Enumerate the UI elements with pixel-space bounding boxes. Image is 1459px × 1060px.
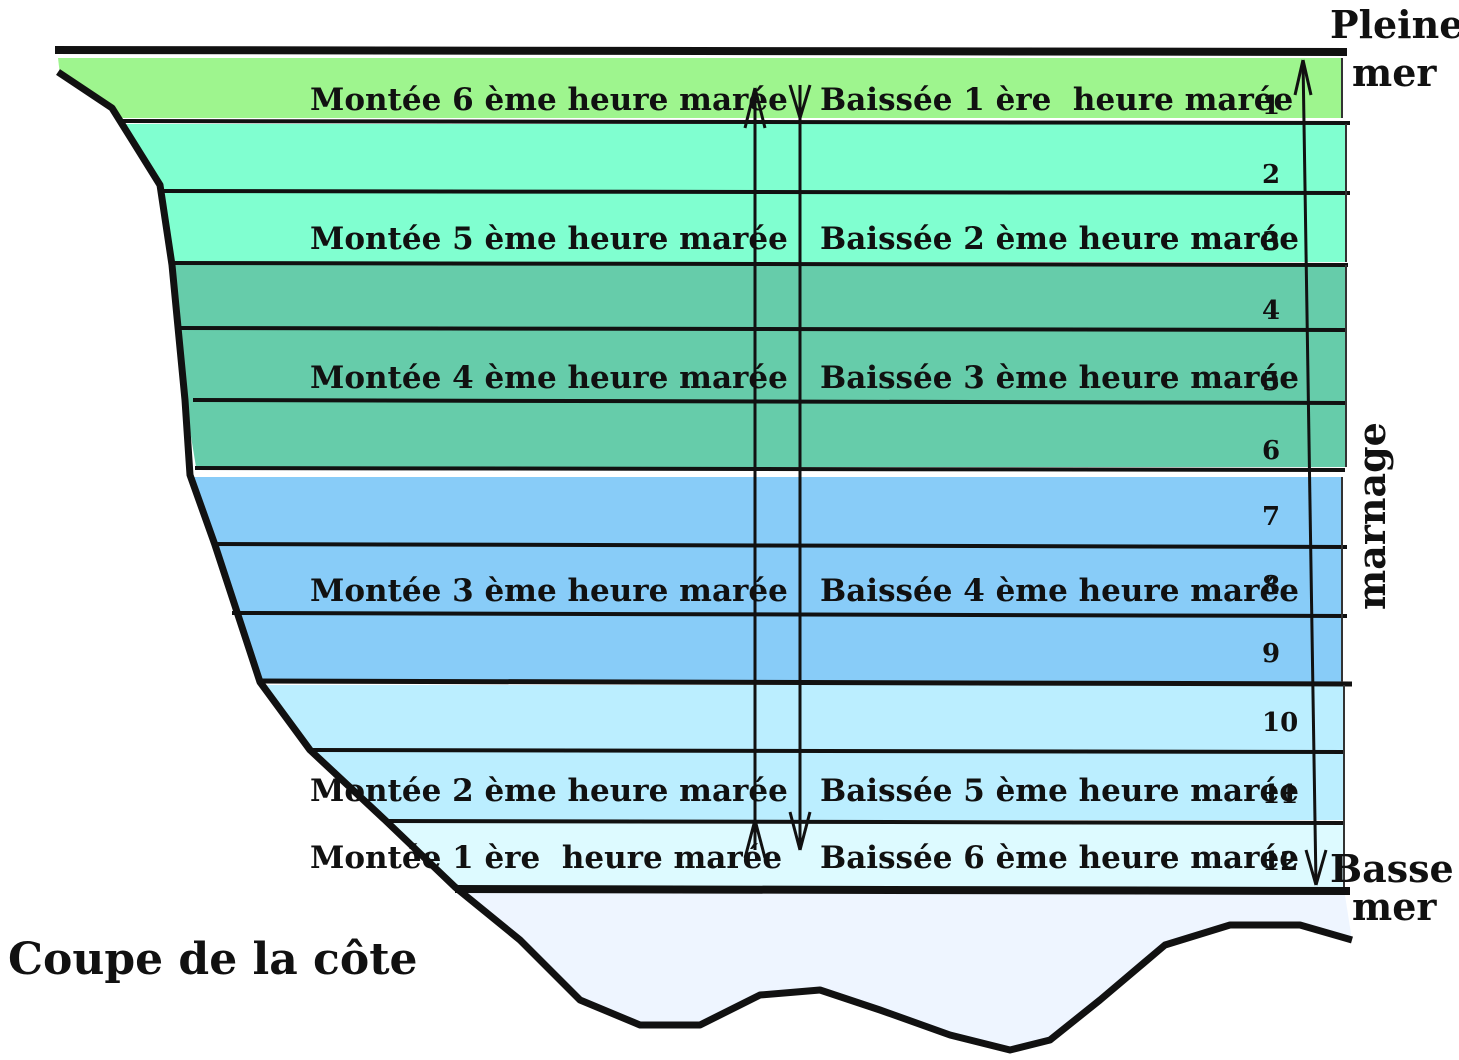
coastline: [56, 69, 1353, 1054]
pleine-mer-label: Pleine: [1330, 2, 1459, 47]
level-line: [311, 748, 1345, 754]
row-number: 12: [1262, 847, 1298, 877]
baissee-label: Baissée 1 ère heure marée: [820, 82, 1293, 118]
falling-arrow: [788, 84, 812, 851]
row-number: 4: [1262, 296, 1280, 326]
baissee-label: Baissée 5 ème heure marée: [820, 773, 1299, 809]
basse-mer-label: mer: [1352, 884, 1437, 929]
row-number: 3: [1262, 227, 1280, 257]
row-number: 6: [1262, 436, 1280, 466]
montee-label: Montée 1 ère heure marée: [310, 840, 782, 876]
right-edge: [1341, 58, 1347, 887]
rising-arrow: [743, 87, 767, 859]
baissee-label: Baissée 2 ème heure marée: [820, 221, 1299, 257]
marnage-arrow: [1293, 59, 1328, 886]
montee-label: Montée 3 ème heure marée: [310, 573, 788, 609]
baissee-label: Baissée 3 ème heure marée: [820, 360, 1299, 396]
band-montee-3: [190, 475, 1342, 682]
marnage-label: marnage: [1349, 422, 1394, 610]
baissee-label: Baissée 4 ème heure marée: [820, 573, 1299, 609]
row-number: 7: [1262, 502, 1280, 532]
baissee-labels: Baissée 1 ère heure marée Baissée 2 ème …: [820, 82, 1299, 876]
baissee-label: Baissée 6 ème heure marée: [820, 840, 1299, 876]
row-numbers: 1 2 3 4 5 6 7 8 9 10 11 12: [1262, 91, 1298, 877]
level-line: [119, 119, 1351, 125]
montee-label: Montée 5 ème heure marée: [310, 221, 788, 257]
water-bands: [58, 58, 1352, 1050]
montee-label: Montée 2 ème heure marée: [310, 773, 788, 809]
level-line: [231, 611, 1348, 618]
band-montee-6: [58, 58, 1342, 118]
diagram-title: Coupe de la côte: [8, 934, 418, 985]
level-line: [179, 326, 1346, 332]
row-number: 1: [1262, 91, 1280, 121]
band-montee-4: [172, 265, 1346, 467]
row-number: 5: [1262, 367, 1280, 397]
level-line: [194, 466, 1346, 472]
row-number: 10: [1262, 708, 1298, 738]
basse-mer-label: Basse: [1330, 846, 1454, 891]
level-line: [384, 819, 1345, 825]
row-number: 2: [1262, 160, 1280, 190]
high-water-line: [54, 46, 1348, 56]
pleine-mer-label: mer: [1352, 50, 1437, 95]
band-montee-1: [385, 823, 1344, 887]
row-number: 9: [1262, 639, 1280, 669]
montee-labels: Montée 6 ème heure marée Montée 5 ème he…: [310, 82, 788, 876]
level-line: [171, 261, 1349, 267]
ground-section: [455, 889, 1352, 1050]
level-line: [192, 398, 1346, 405]
low-water-line: [454, 885, 1351, 895]
level-line: [211, 542, 1348, 549]
montee-label: Montée 6 ème heure marée: [310, 82, 788, 118]
row-number: 8: [1262, 571, 1280, 601]
row-number: 11: [1262, 780, 1298, 810]
montee-label: Montée 4 ème heure marée: [310, 360, 788, 396]
level-line: [257, 678, 1353, 687]
